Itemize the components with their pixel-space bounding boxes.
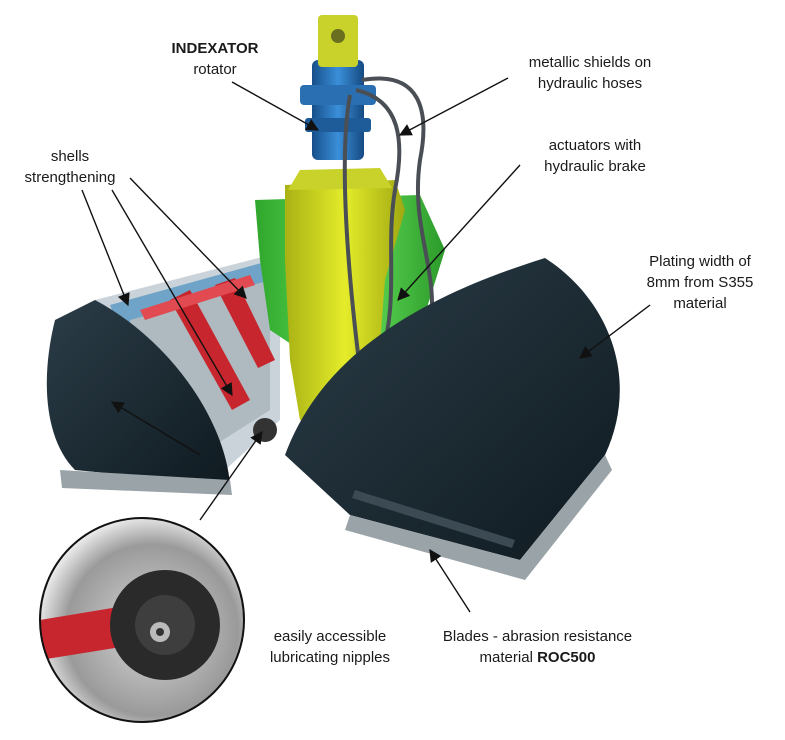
arrow-plating [578, 304, 651, 359]
arrow-shells-c [129, 177, 247, 299]
label-shields-line1: metallic shields on [528, 54, 652, 71]
label-rotator-text: rotator [193, 61, 237, 78]
arrow-left-shell [110, 401, 201, 456]
callout-arrows [81, 77, 651, 613]
right-shell [285, 258, 620, 580]
lubricating-nipple-zoom [39, 517, 245, 723]
label-blades-material: ROC500 [537, 649, 596, 666]
arrow-rotator [231, 81, 320, 131]
label-plating-line2: 8mm from S355 [646, 274, 754, 291]
label-shells-line2: strengthening [24, 169, 116, 186]
label-blades-line1: Blades - abrasion resistance [442, 628, 633, 645]
label-rotator-brand: INDEXATOR [171, 40, 259, 57]
arrow-shields [398, 77, 509, 136]
label-shells: shells strengthening [5, 146, 135, 188]
label-rotator: INDEXATOR rotator [150, 38, 280, 80]
indexator-rotator [300, 60, 376, 160]
label-plating-line3: material [673, 295, 727, 312]
label-plating: Plating width of 8mm from S355 material [625, 251, 775, 314]
label-nipples: easily accessible lubricating nipples [245, 626, 415, 668]
label-blades-line2-prefix: material [479, 649, 538, 666]
label-blades: Blades - abrasion resistance material RO… [420, 626, 655, 668]
lifting-head [318, 15, 358, 67]
hydraulic-hoses [342, 76, 435, 371]
label-shields: metallic shields on hydraulic hoses [490, 52, 690, 94]
label-actuators-line1: actuators with [548, 137, 642, 154]
arrow-blades [429, 548, 471, 613]
arrow-shells-b [111, 189, 233, 397]
label-actuators: actuators with hydraulic brake [520, 135, 670, 177]
left-shell [46, 255, 280, 495]
label-plating-line1: Plating width of [649, 253, 751, 270]
label-nipples-line1: easily accessible [273, 628, 387, 645]
arrow-shells-a [81, 189, 130, 307]
label-shields-line2: hydraulic hoses [537, 75, 643, 92]
label-actuators-line2: hydraulic brake [544, 158, 646, 175]
arrow-actuators [397, 164, 521, 301]
arrow-nipple [199, 430, 263, 521]
shell-strengthening-ribs [140, 275, 275, 410]
label-nipples-line2: lubricating nipples [269, 649, 391, 666]
label-shells-line1: shells [50, 148, 90, 165]
